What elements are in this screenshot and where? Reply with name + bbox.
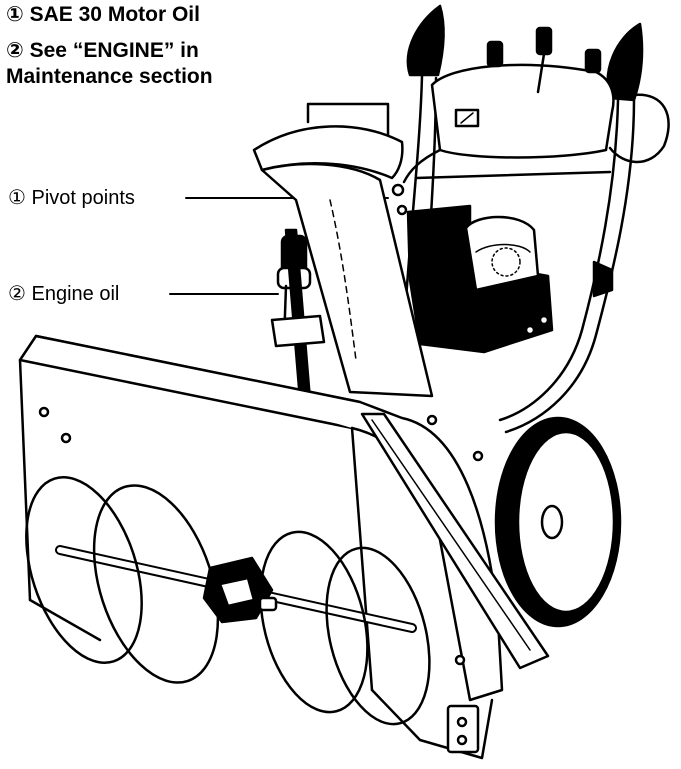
console-knob-center: [535, 26, 553, 56]
lower-crossbar: [414, 170, 612, 180]
legend: ① SAE 30 Motor Oil ② See “ENGINE” in Mai…: [6, 2, 306, 90]
callout-pivot-points: ① Pivot points: [8, 187, 135, 209]
pivot-point-upper: [391, 183, 405, 197]
right-handle-grip: [606, 22, 644, 102]
pivot-point-lower: [396, 204, 408, 216]
skid-shoe: [446, 704, 480, 754]
legend-item-oil-type: ① SAE 30 Motor Oil: [6, 3, 200, 26]
console-lower-edge: [402, 148, 442, 184]
engine-knob-icon: [592, 260, 614, 298]
auger-flight-3: [259, 530, 369, 714]
left-handle-grip: [406, 4, 445, 77]
right-handle-tube: [498, 98, 620, 422]
auger-flight-1: [25, 476, 143, 664]
bail-loop: [608, 93, 670, 164]
console-knob-left: [486, 40, 504, 68]
legend-item-maintenance: Maintenance section: [6, 65, 213, 88]
gearbox-fitting: [258, 596, 278, 612]
control-console: [430, 63, 615, 159]
auger-flight-2: [92, 484, 220, 684]
discharge-chute: [260, 162, 434, 398]
wheel-hub: [540, 504, 564, 540]
auger-assembly: [25, 476, 431, 726]
engine-air-filter: [464, 215, 540, 292]
chute-crank-rod: [306, 102, 390, 140]
console-knob-right: [584, 48, 602, 74]
wheel-rim: [516, 430, 616, 614]
legend-item-see-engine: ② See “ENGINE” in: [6, 39, 199, 62]
auger-flight-4: [325, 546, 431, 726]
right-handle-tube-inner: [504, 98, 636, 434]
callout-engine-oil: ② Engine oil: [8, 283, 120, 305]
